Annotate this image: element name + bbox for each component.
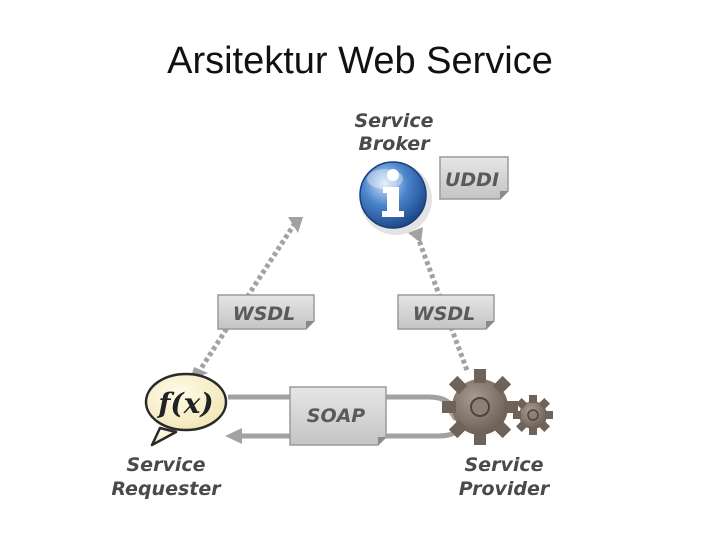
wsdl-left-label: WSDL <box>233 303 296 325</box>
requester-label-line2: Requester <box>111 478 222 500</box>
wsdl-left-tag: WSDL <box>217 294 315 330</box>
wsdl-right-label: WSDL <box>413 303 476 325</box>
soap-label: SOAP <box>307 405 366 427</box>
slide-title: Arsitektur Web Service <box>167 40 553 82</box>
uddi-label: UDDI <box>445 169 499 191</box>
wsdl-right-tag: WSDL <box>397 294 495 330</box>
requester-label-line1: Service <box>127 454 206 476</box>
uddi-tag: UDDI <box>439 156 509 200</box>
gears-icon <box>442 369 553 445</box>
info-icon <box>359 161 432 235</box>
provider-label-line1: Service <box>465 454 544 476</box>
function-bubble-icon: f(x) <box>144 372 228 447</box>
broker-label-line1: Service <box>355 110 434 132</box>
broker-label-line2: Broker <box>358 133 431 155</box>
function-symbol: f(x) <box>156 387 213 420</box>
soap-tag: SOAP <box>289 386 387 446</box>
provider-label-line2: Provider <box>459 478 551 500</box>
architecture-diagram: Service Broker UDDI WSDL WSDL SOAP f(x) <box>111 110 553 500</box>
